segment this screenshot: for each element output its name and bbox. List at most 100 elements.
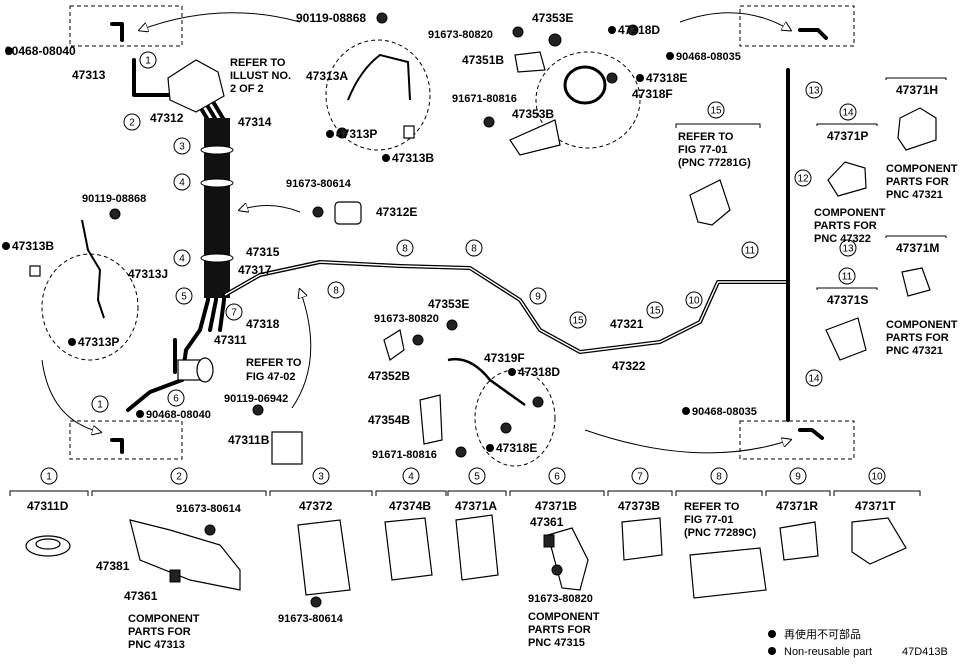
callout-1-8: 1 (97, 400, 103, 411)
callout-14-17: 14 (808, 374, 820, 385)
bracket-77281g (675, 123, 761, 128)
label-47318e-mid: 47318E (496, 441, 537, 455)
right-part-bracket-2 (885, 235, 947, 238)
callout-4-3-circle (173, 173, 191, 191)
label-47313j: 47313J (128, 267, 168, 281)
detail-ellipse-47319f (474, 369, 556, 467)
label-47354b: 47354B (368, 413, 410, 427)
bottom-note-0-0: COMPONENT (128, 613, 200, 625)
callout-8-10: 8 (471, 244, 477, 255)
callout-13-22-circle (839, 239, 857, 257)
bottom-bracket-5 (447, 490, 507, 496)
bottom-extra-3: 47361 (530, 515, 564, 529)
callout-8-11-circle (327, 281, 345, 299)
bolt-91671-80816-mid (455, 446, 467, 458)
label-91671-80816-mid: 91671-80816 (372, 449, 437, 461)
right-part-note-1-0: COMPONENT (814, 207, 886, 219)
label-47318f: 47318F (632, 87, 673, 101)
nonreusable-dot-3 (382, 154, 390, 162)
bottom-note-1-1: PARTS FOR (528, 624, 591, 636)
nonreusable-dot-11 (486, 444, 494, 452)
bottom-callout-3: 3 (318, 472, 324, 483)
legend-dot-jp (768, 630, 776, 638)
label-47311: 47311 (214, 333, 247, 347)
label-47318e-top: 47318E (646, 71, 687, 85)
bottom-callout-1-circle (40, 467, 58, 485)
callout-4-3: 4 (179, 178, 185, 189)
bolt-47313b-top (403, 125, 415, 139)
nonreusable-dot-1 (5, 47, 13, 55)
label-47313p-top: 47313P (336, 127, 377, 141)
nonreusable-dot-6 (666, 52, 674, 60)
nonreusable-dot-2 (326, 130, 334, 138)
callout-1-0-circle (139, 51, 157, 69)
arrow-top-right (679, 12, 790, 30)
refer-illust-line1: REFER TO (230, 57, 286, 69)
nonreusable-dot-9 (136, 410, 144, 418)
right-part-47371S: 47371S (827, 293, 868, 307)
refer-47-02-line2: FIG 47-02 (246, 371, 296, 383)
callout-14-21: 14 (842, 108, 854, 119)
bottom-callout-10-circle (868, 467, 886, 485)
label-90119-08868-top: 90119-08868 (296, 11, 366, 25)
callout-1-8-circle (91, 395, 109, 413)
refer-47-02-line1: REFER TO (246, 357, 302, 369)
bolt-90119-08868-top (376, 12, 388, 24)
clamp-47372 (297, 519, 351, 596)
detail-box-bottom-left (69, 420, 183, 460)
pipe-stub-tr (798, 28, 828, 40)
bracket-47353b (509, 119, 561, 156)
bottom-extra-1: 47361 (124, 589, 158, 603)
bolt-91673-80614-mid (312, 206, 324, 218)
bottom-bracket-10 (833, 490, 921, 496)
bottom-part-47374B: 47374B (389, 499, 431, 513)
bottom-callout-7-circle (631, 467, 649, 485)
label-47317: 47317 (238, 263, 272, 277)
label-47311b: 47311B (228, 433, 270, 447)
bottom-extra-0: 91673-80614 (176, 503, 242, 515)
bottom-note-0-2: PNC 47313 (128, 639, 185, 651)
pipe-47321 (223, 260, 788, 354)
bolt-91673-80614-b2 (204, 524, 216, 536)
bolt-91673-80820-top (512, 26, 524, 38)
bottom-part-47371A: 47371A (455, 499, 497, 513)
bottom-callout-5-circle (468, 467, 486, 485)
callout-13-16-circle (805, 81, 823, 99)
fitting-block-47312 (167, 59, 225, 113)
callout-5-5-circle (175, 287, 193, 305)
right-part-bracket-3 (816, 287, 878, 290)
clamp-ring-3 (200, 145, 234, 155)
detail-ellipse-47318f (535, 51, 641, 149)
right-part-47371H: 47371H (896, 83, 938, 97)
right-part-note-0-0: COMPONENT (886, 163, 958, 175)
bolt-90119-08868-left (109, 208, 121, 220)
bracket-47381 (129, 519, 241, 591)
bottom-callout-7: 7 (637, 472, 643, 483)
bottom-callout-6: 6 (554, 472, 560, 483)
grommet-47311d-inner (35, 538, 61, 550)
bracket-47312e (334, 201, 362, 225)
label-47321: 47321 (610, 317, 644, 331)
label-90119-06942: 90119-06942 (224, 393, 288, 405)
bottom-callout-3-circle (312, 467, 330, 485)
right-part-note-0-1: PARTS FOR (886, 176, 949, 188)
callout-9-12: 9 (535, 292, 541, 303)
bolt-91673-80820-mid (412, 334, 424, 346)
diagram-code: 47D413B (902, 646, 948, 658)
bottom-callout-2-circle (170, 467, 188, 485)
right-part-47371P: 47371P (827, 129, 868, 143)
bracket-47354b (419, 394, 443, 445)
arrow-47312e (240, 205, 301, 212)
bottom-note-2-2: (PNC 77289C) (684, 527, 756, 539)
bottom-callout-9-circle (789, 467, 807, 485)
callout-2-1: 2 (129, 118, 135, 129)
right-part-note-2-1: PARTS FOR (886, 332, 949, 344)
nonreusable-dot-10 (508, 368, 516, 376)
bottom-bracket-1 (9, 490, 89, 496)
callout-1-0: 1 (145, 56, 151, 67)
detail-box-top-right (739, 5, 855, 47)
hose-47313a (347, 53, 411, 101)
bottom-bracket-9 (765, 490, 831, 496)
pipe-stub-bl (110, 438, 124, 454)
